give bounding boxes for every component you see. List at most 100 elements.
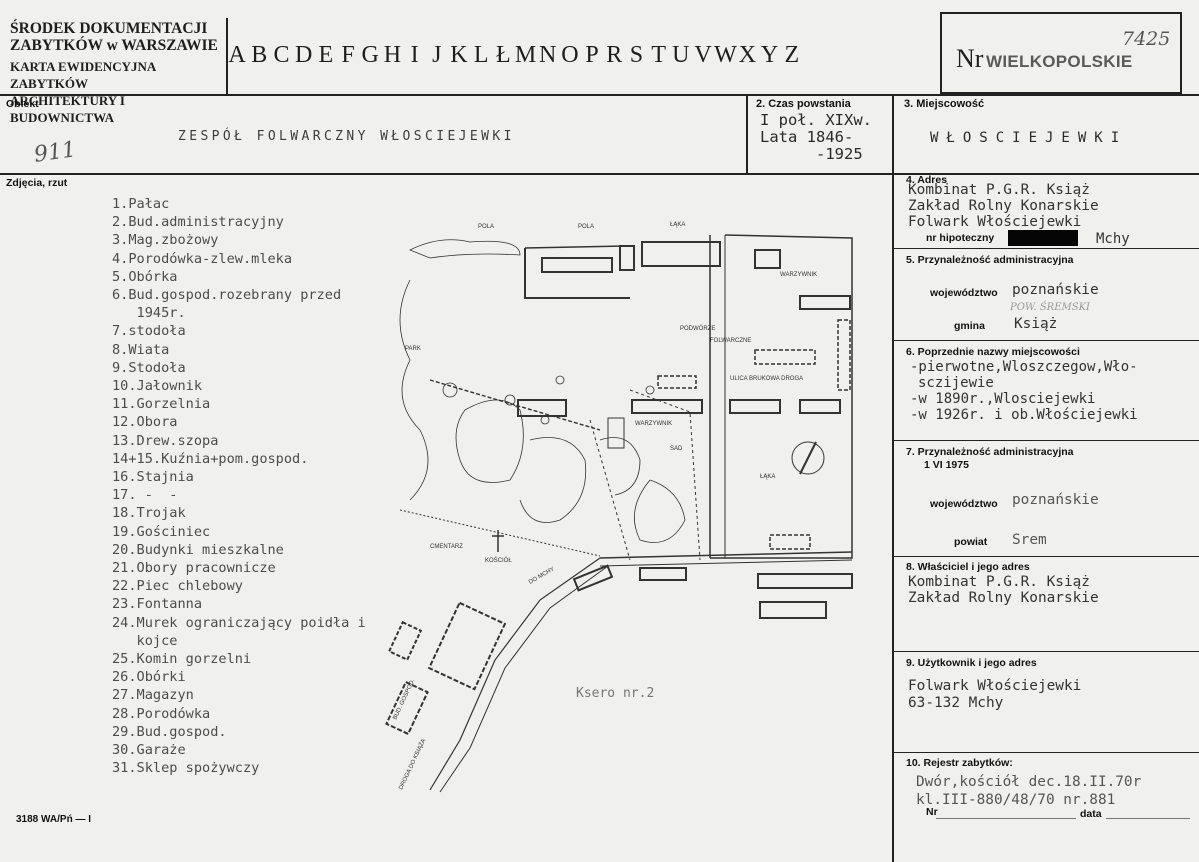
adres-value: Kombinat P.G.R. Książ Zakład Rolny Konar… xyxy=(908,182,1099,230)
poprz-label: 6. Poprzednie nazwy miejscowości xyxy=(906,346,1080,358)
institution-line: ZABYTKÓW w WARSZAWIE xyxy=(10,37,218,54)
index-letter: K xyxy=(450,41,468,68)
map-label: SAD xyxy=(670,446,683,452)
index-letter: L xyxy=(473,41,489,68)
building-4 xyxy=(657,375,697,389)
map-label: DROGA DO KSIĄŻA xyxy=(397,738,427,791)
index-letter: W xyxy=(714,41,737,68)
map-label: ULICA BRUKOWA DROGA xyxy=(730,376,803,382)
przyn-label: 5. Przynależność administracyjna xyxy=(906,254,1074,266)
hand-mark: 911 xyxy=(32,137,78,168)
index-letter: O xyxy=(561,41,579,68)
legend-item: 26.Obórki xyxy=(112,669,186,686)
legend-item: 27.Magazyn xyxy=(112,687,194,704)
building-6 xyxy=(754,349,816,365)
legend-item: 17. - - xyxy=(112,487,178,504)
index-letter: I xyxy=(410,41,419,68)
przyn2-date: 1 VI 1975 xyxy=(924,459,969,471)
region-stamp: WIELKOPOLSKIE xyxy=(986,52,1133,71)
miejscowosc-value: WŁOSCIEJEWKI xyxy=(930,130,1128,146)
uzyt-label: 9. Użytkownik i jego adres xyxy=(906,657,1037,669)
rejestr-label: 10. Rejestr zabytków: xyxy=(906,757,1013,769)
index-letter: T xyxy=(651,41,666,68)
legend-item: 2.Bud.administracyjny xyxy=(112,214,284,231)
index-letter: Ł xyxy=(496,41,511,68)
poprz-line: -w 1890r.,Wlosciejewki xyxy=(910,391,1096,407)
legend-item: 21.Obory pracownicze xyxy=(112,560,276,577)
map-label: ŁĄKA xyxy=(670,222,685,228)
nr-label: Nr xyxy=(956,44,984,73)
building-26 xyxy=(387,620,423,662)
map-label: DO MCHY xyxy=(528,566,556,585)
powiat-value: Srem xyxy=(1012,532,1047,548)
poprz-line: -w 1926r. i ob.Włościejewki xyxy=(910,407,1138,423)
building-19 xyxy=(427,601,507,691)
index-letter: B xyxy=(251,41,268,68)
ksero-mark: Ksero nr.2 xyxy=(576,686,655,701)
index-letter: C xyxy=(273,41,290,68)
czas-line: -1925 xyxy=(816,145,863,163)
handwritten-number: 7425 xyxy=(1122,28,1171,50)
institution-line: KARTA EWIDENCYJNA ZABYTKÓW xyxy=(10,59,156,91)
estate-boundary xyxy=(524,248,630,299)
rejestr-data-label: data xyxy=(1080,808,1102,820)
institution-line: ARCHITEKTURY I BUDOWNICTWA xyxy=(10,93,125,125)
building-1 xyxy=(517,399,567,417)
index-letter: M xyxy=(514,41,537,68)
index-letter: G xyxy=(361,41,379,68)
legend-item: 28.Porodówka xyxy=(112,705,211,722)
rejestr-line: kl.III-880/48/70 nr.881 xyxy=(916,792,1116,808)
index-letter: J xyxy=(432,41,442,68)
obiekt-value: ZESPÓŁ FOLWARCZNY WŁOSCIEJEWKI xyxy=(178,129,515,144)
uzyt-value: Folwark Włościejewki 63-132 Mchy xyxy=(908,678,1081,712)
gmina-label: gmina xyxy=(954,320,985,332)
wlasc-line: Zakład Rolny Konarskie xyxy=(908,590,1099,606)
index-letter: E xyxy=(318,41,334,68)
map-label: WARZYWNIK xyxy=(635,421,672,427)
index-letter: U xyxy=(672,41,690,68)
photos-label: Zdjęcia, rzut xyxy=(6,177,68,189)
legend-item: 13.Drew.szopa xyxy=(112,432,219,449)
legend-item: 1.Pałac xyxy=(112,196,170,212)
legend-item: 16.Stajnia xyxy=(112,469,194,486)
hipoteczny-label: nr hipoteczny xyxy=(926,232,995,244)
map-label: POLA xyxy=(478,224,494,230)
map-label: ŁĄKA xyxy=(760,474,775,480)
building-2 xyxy=(631,399,703,414)
legend-item: 4.Porodówka-zlew.mleka xyxy=(112,250,293,267)
building-18 xyxy=(769,534,811,550)
legend-item: 10.Jałownik xyxy=(112,378,203,395)
poprz-value: -pierwotne,Wloszczegow,Wło- sczijewie -w… xyxy=(910,359,1138,423)
building-12 xyxy=(641,241,721,267)
legend-item: 6.Bud.gospod.rozebrany przed xyxy=(112,287,342,304)
legend-item: 24.Murek ograniczający poidła i xyxy=(112,614,366,631)
index-letter: S xyxy=(629,41,644,68)
building-9 xyxy=(837,319,851,391)
map-label: POLA xyxy=(578,224,594,230)
rejestr-line: Dwór,kościół dec.18.II.70r xyxy=(916,774,1142,790)
index-letter: A xyxy=(228,41,246,68)
institution-header: ŚRODEK DOKUMENTACJI ZABYTKÓW w WARSZAWIE… xyxy=(10,20,226,126)
rejestr-value: Dwór,kościół dec.18.II.70r kl.III-880/48… xyxy=(916,773,1141,809)
building-11 xyxy=(754,249,781,269)
gmina-value: Książ xyxy=(1014,316,1058,332)
redaction-bar xyxy=(1008,230,1078,246)
uzyt-line: 63-132 Mchy xyxy=(908,695,1004,711)
woj2-value: poznańskie xyxy=(1012,492,1099,508)
woj-label: województwo xyxy=(930,287,998,299)
building-14 xyxy=(619,245,635,271)
legend-item: 1945r. xyxy=(112,305,186,322)
map-label: KOŚCIÓŁ xyxy=(485,556,512,564)
woj2-label: województwo xyxy=(930,498,998,510)
czas-label: 2. Czas powstania xyxy=(756,98,851,110)
wlasc-line: Kombinat P.G.R. Książ xyxy=(908,574,1090,590)
legend-item: 8.Wiata xyxy=(112,341,170,358)
building-3 xyxy=(729,399,781,414)
pow-handwritten: POW. ŚREMSKI xyxy=(1010,302,1091,313)
wlasc-value: Kombinat P.G.R. Książ Zakład Rolny Konar… xyxy=(908,574,1099,606)
adres-line: Zakład Rolny Konarskie xyxy=(908,198,1099,214)
index-letter: X xyxy=(738,41,757,68)
woj-value: poznańskie xyxy=(1012,282,1099,298)
